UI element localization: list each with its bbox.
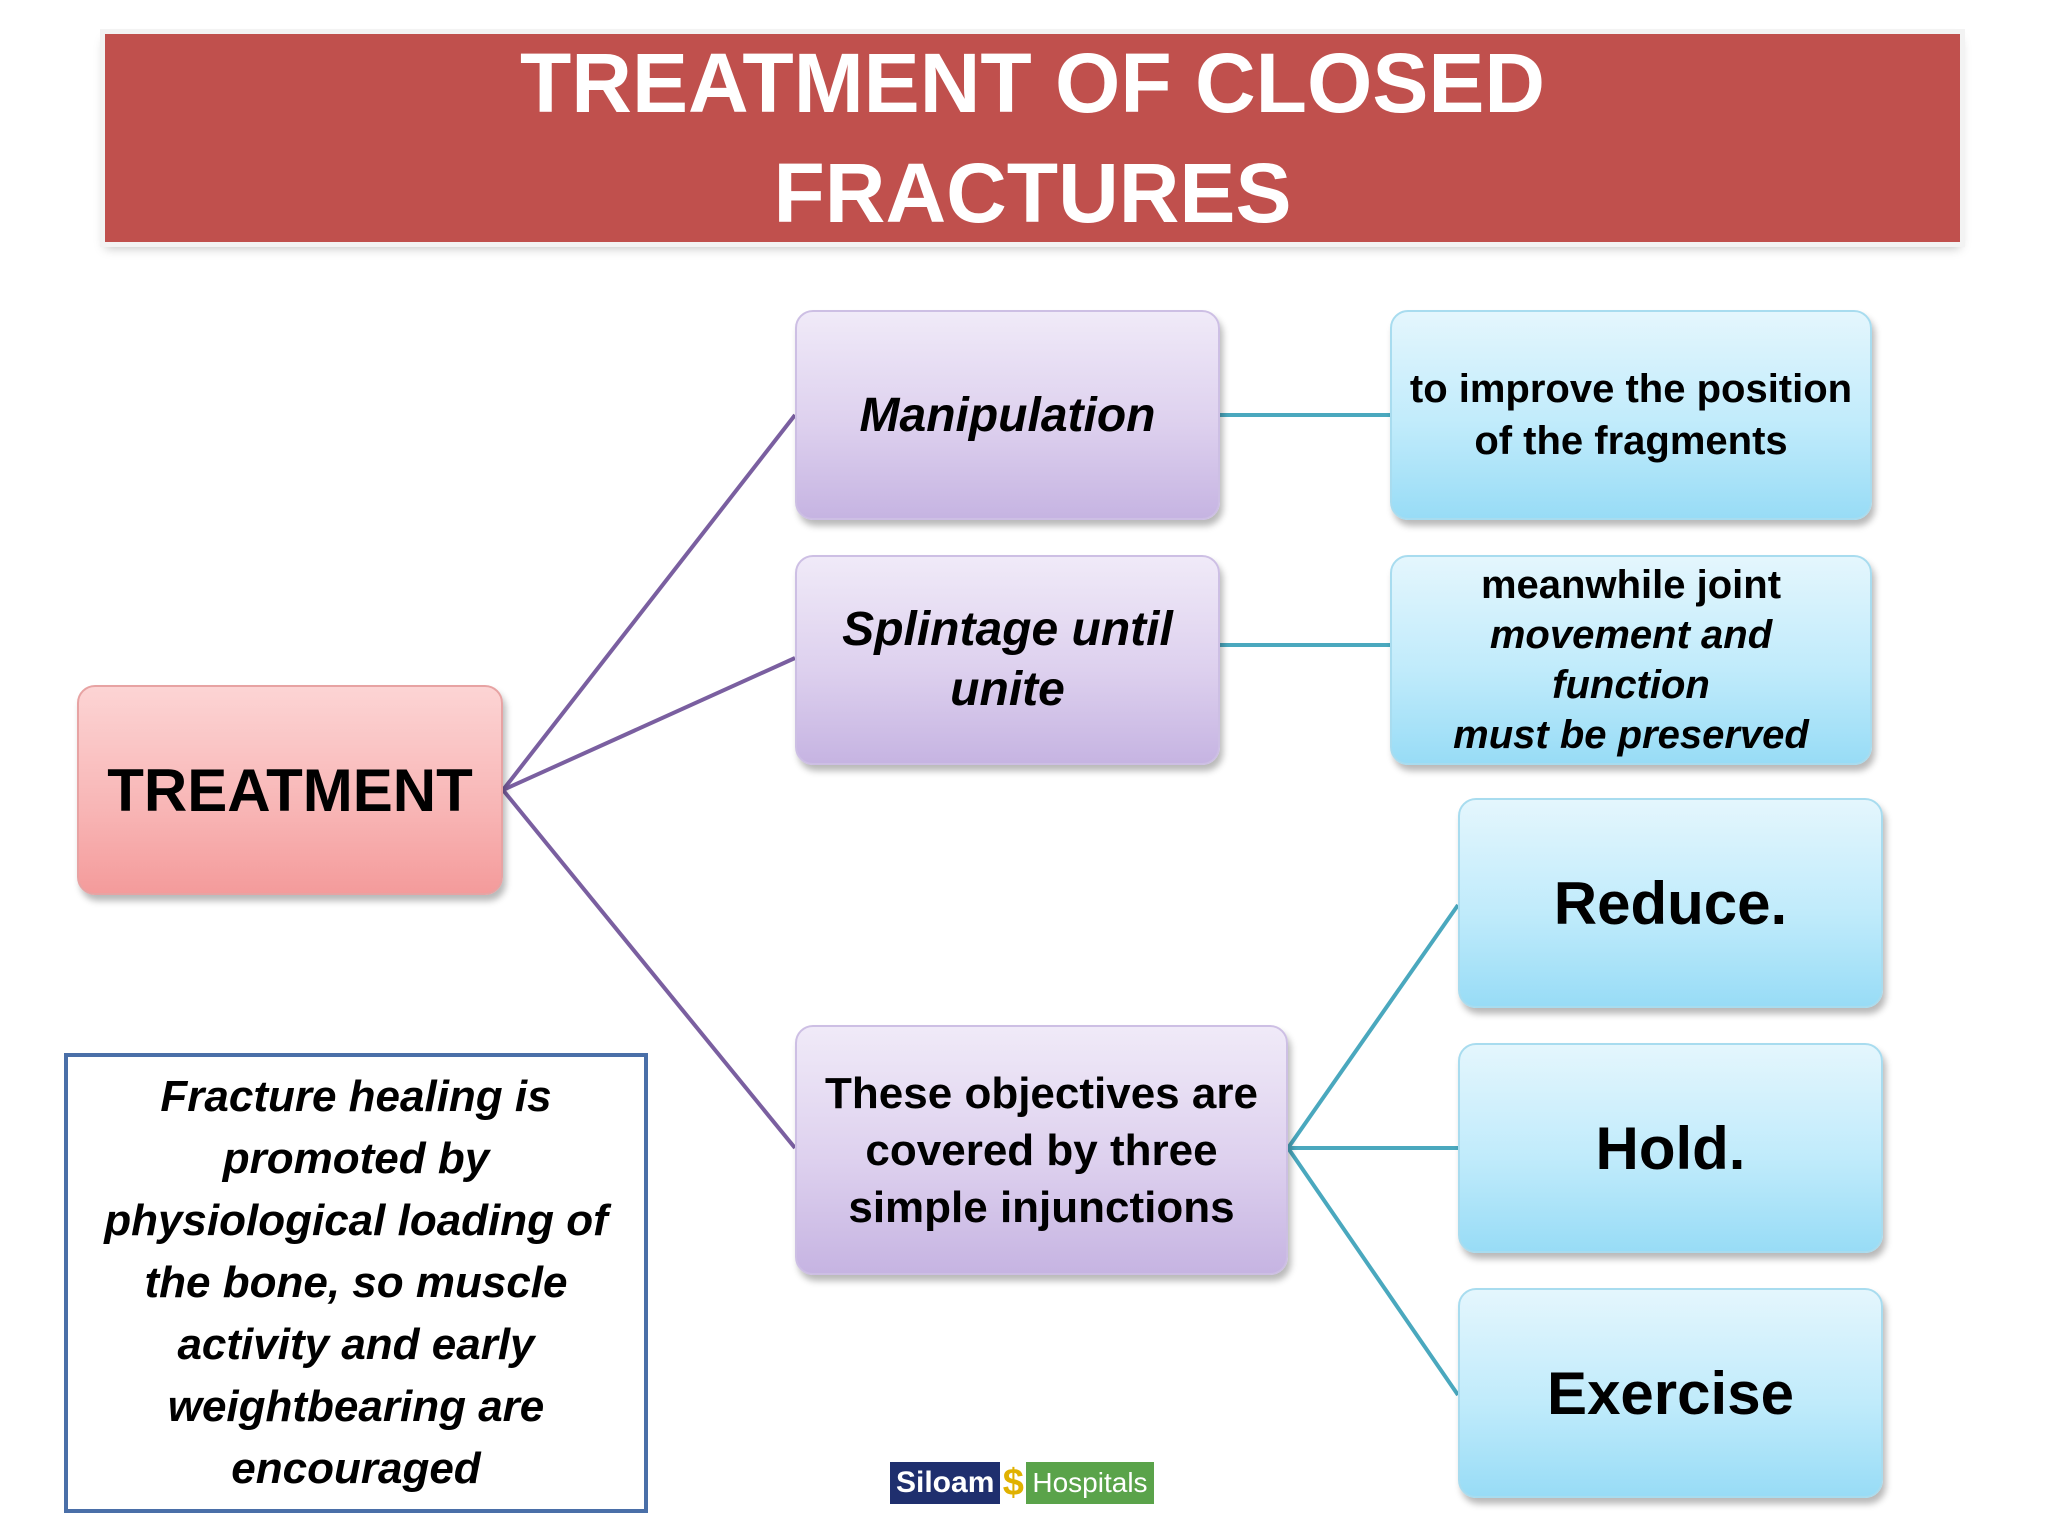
preserve-movement-label-line1: meanwhile joint [1480, 563, 1782, 607]
note-box: Fracture healing is promoted by physiolo… [64, 1053, 648, 1513]
siloam-hospitals-logo: Siloam $ Hospitals [890, 1462, 1154, 1504]
reduce-node: Reduce. [1458, 798, 1883, 1008]
note-text: Fracture healing is promoted by physiolo… [104, 1072, 608, 1493]
exercise-label: Exercise [1547, 1359, 1794, 1427]
connector-treatment-objectives [501, 788, 797, 1150]
manipulation-node: Manipulation [795, 310, 1220, 520]
connector-treatment-manipulation [501, 413, 797, 792]
reduce-label: Reduce. [1553, 869, 1788, 937]
treatment-label: TREATMENT [107, 756, 473, 824]
improve-position-label: to improve the position of the fragments [1409, 367, 1853, 463]
treatment-node: TREATMENT [77, 685, 503, 895]
connector-objectives-reduce [1286, 903, 1460, 1150]
splintage-node: Splintage until unite [795, 555, 1220, 765]
preserve-movement-node: meanwhile joint movement and function mu… [1390, 555, 1872, 765]
hold-label: Hold. [1595, 1114, 1746, 1182]
exercise-node: Exercise [1458, 1288, 1883, 1498]
manipulation-label: Manipulation [859, 388, 1156, 442]
objectives-node: These objectives are covered by three si… [795, 1025, 1288, 1275]
slide-title: TREATMENT OF CLOSED FRACTURES [519, 36, 1546, 240]
title-banner: TREATMENT OF CLOSED FRACTURES [105, 34, 1960, 242]
objectives-label: These objectives are covered by three si… [825, 1068, 1258, 1232]
hold-node: Hold. [1458, 1043, 1883, 1253]
improve-position-node: to improve the position of the fragments [1390, 310, 1872, 520]
logo-siloam-text: Siloam [890, 1462, 1001, 1504]
logo-mark-icon: $ [1000, 1462, 1027, 1504]
splintage-label: Splintage until unite [842, 603, 1173, 716]
connector-treatment-splintage [502, 656, 796, 792]
logo-hospitals-text: Hospitals [1026, 1462, 1154, 1504]
connector-objectives-exercise [1286, 1146, 1460, 1397]
preserve-movement-label-line2: movement and function must be preserved [1453, 613, 1809, 757]
